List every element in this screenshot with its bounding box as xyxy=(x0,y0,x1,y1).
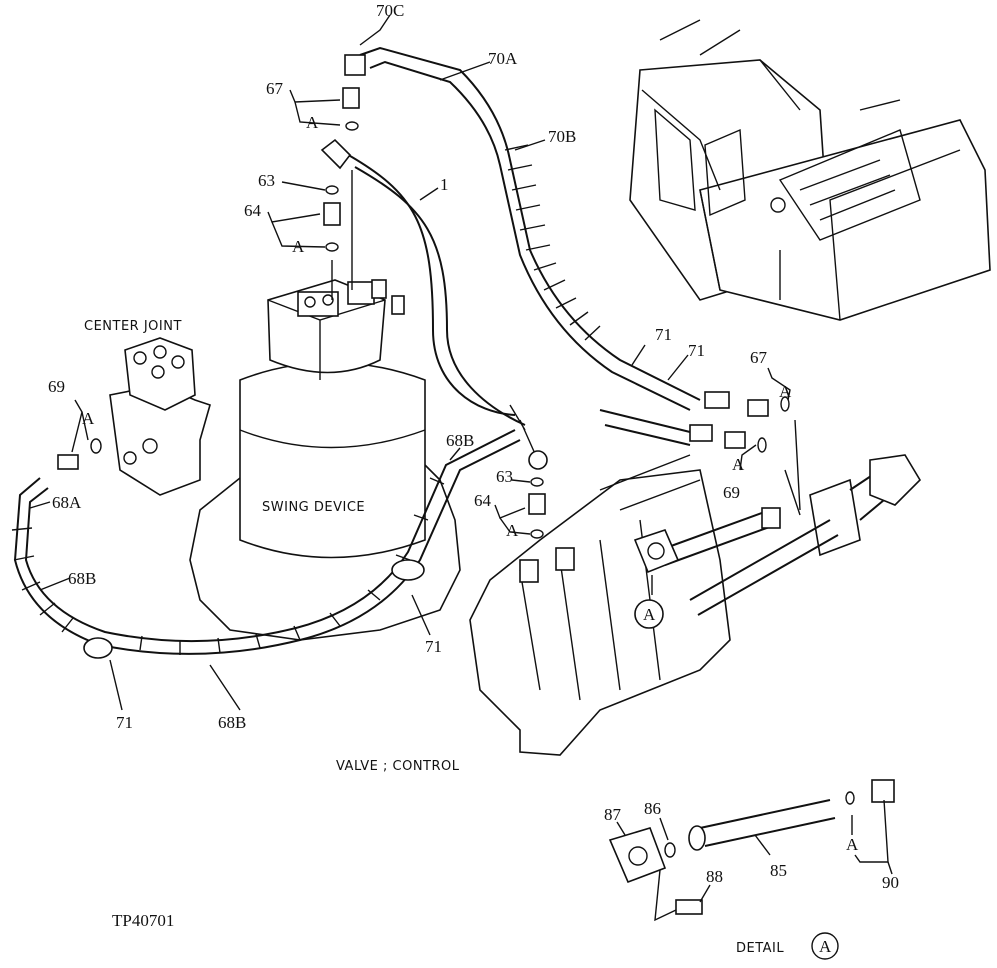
callout-A-detail: A xyxy=(846,835,859,854)
callout-67-right: 67 xyxy=(750,348,768,367)
callout-88: 88 xyxy=(706,867,723,886)
callout-68A: 68A xyxy=(52,493,82,512)
callout-70A: 70A xyxy=(488,49,518,68)
swing-device-caption: SWING DEVICE xyxy=(262,500,365,515)
center-joint-caption: CENTER JOINT xyxy=(84,319,182,334)
hose-68 xyxy=(11,429,521,659)
callout-A-69-left: A xyxy=(82,409,95,428)
excavator-illustration xyxy=(629,19,991,321)
callout-A-67-right: A xyxy=(779,382,792,401)
callout-70B: 70B xyxy=(548,127,576,146)
callout-67-top: 67 xyxy=(266,79,284,98)
callout-85: 85 xyxy=(770,861,787,880)
right-fittings-67-69 xyxy=(724,396,922,557)
callout-64-valve: 64 xyxy=(474,491,492,510)
callout-87: 87 xyxy=(604,805,622,824)
callout-63-top: 63 xyxy=(258,171,275,190)
callout-86: 86 xyxy=(644,799,661,818)
detail-caption-mark: A xyxy=(819,937,832,956)
top-fittings-63-64-67 xyxy=(320,87,360,300)
callout-68B-bottom: 68B xyxy=(218,713,246,732)
callout-A-top: A xyxy=(306,113,319,132)
hose-1 xyxy=(344,152,548,470)
callout-71-bottom: 71 xyxy=(116,713,133,732)
swing-device xyxy=(189,279,461,641)
detail-circle-icon xyxy=(811,932,839,960)
callout-labels: 70C 70A 70B 67 A 63 64 A 1 71 71 67 A 69… xyxy=(48,1,899,892)
leader-lines xyxy=(29,14,893,903)
detail-a xyxy=(608,779,895,922)
control-valve xyxy=(469,454,731,756)
center-joint xyxy=(109,337,211,496)
detail-a-marker-label: A xyxy=(643,605,656,624)
valve-control-caption: VALVE ; CONTROL xyxy=(336,759,460,774)
captions: CENTER JOINT SWING DEVICE VALVE ; CONTRO… xyxy=(84,319,839,960)
callout-A-64: A xyxy=(292,237,305,256)
fitting-69-left xyxy=(57,438,102,470)
pipe-85-assembly xyxy=(633,507,839,629)
callout-A-69-right: A xyxy=(732,455,745,474)
callout-1: 1 xyxy=(440,175,449,194)
callout-90: 90 xyxy=(882,873,899,892)
callout-71-right-a: 71 xyxy=(655,325,672,344)
callout-69-left: 69 xyxy=(48,377,65,396)
detail-a-marker xyxy=(634,599,664,629)
callout-A-64-valve: A xyxy=(506,521,519,540)
detail-caption: DETAIL xyxy=(736,941,784,956)
figure-id: TP40701 xyxy=(112,911,174,930)
callout-64-top: 64 xyxy=(244,201,262,220)
callout-63-valve: 63 xyxy=(496,467,513,486)
callout-69-right: 69 xyxy=(723,483,740,502)
hose-70 xyxy=(344,46,730,446)
callout-71-right-b: 71 xyxy=(688,341,705,360)
callout-71-swing: 71 xyxy=(425,637,442,656)
callout-70C: 70C xyxy=(376,1,404,20)
valve-fittings-63-64 xyxy=(528,477,546,539)
callout-68B-left: 68B xyxy=(68,569,96,588)
callout-68B-upper: 68B xyxy=(446,431,474,450)
